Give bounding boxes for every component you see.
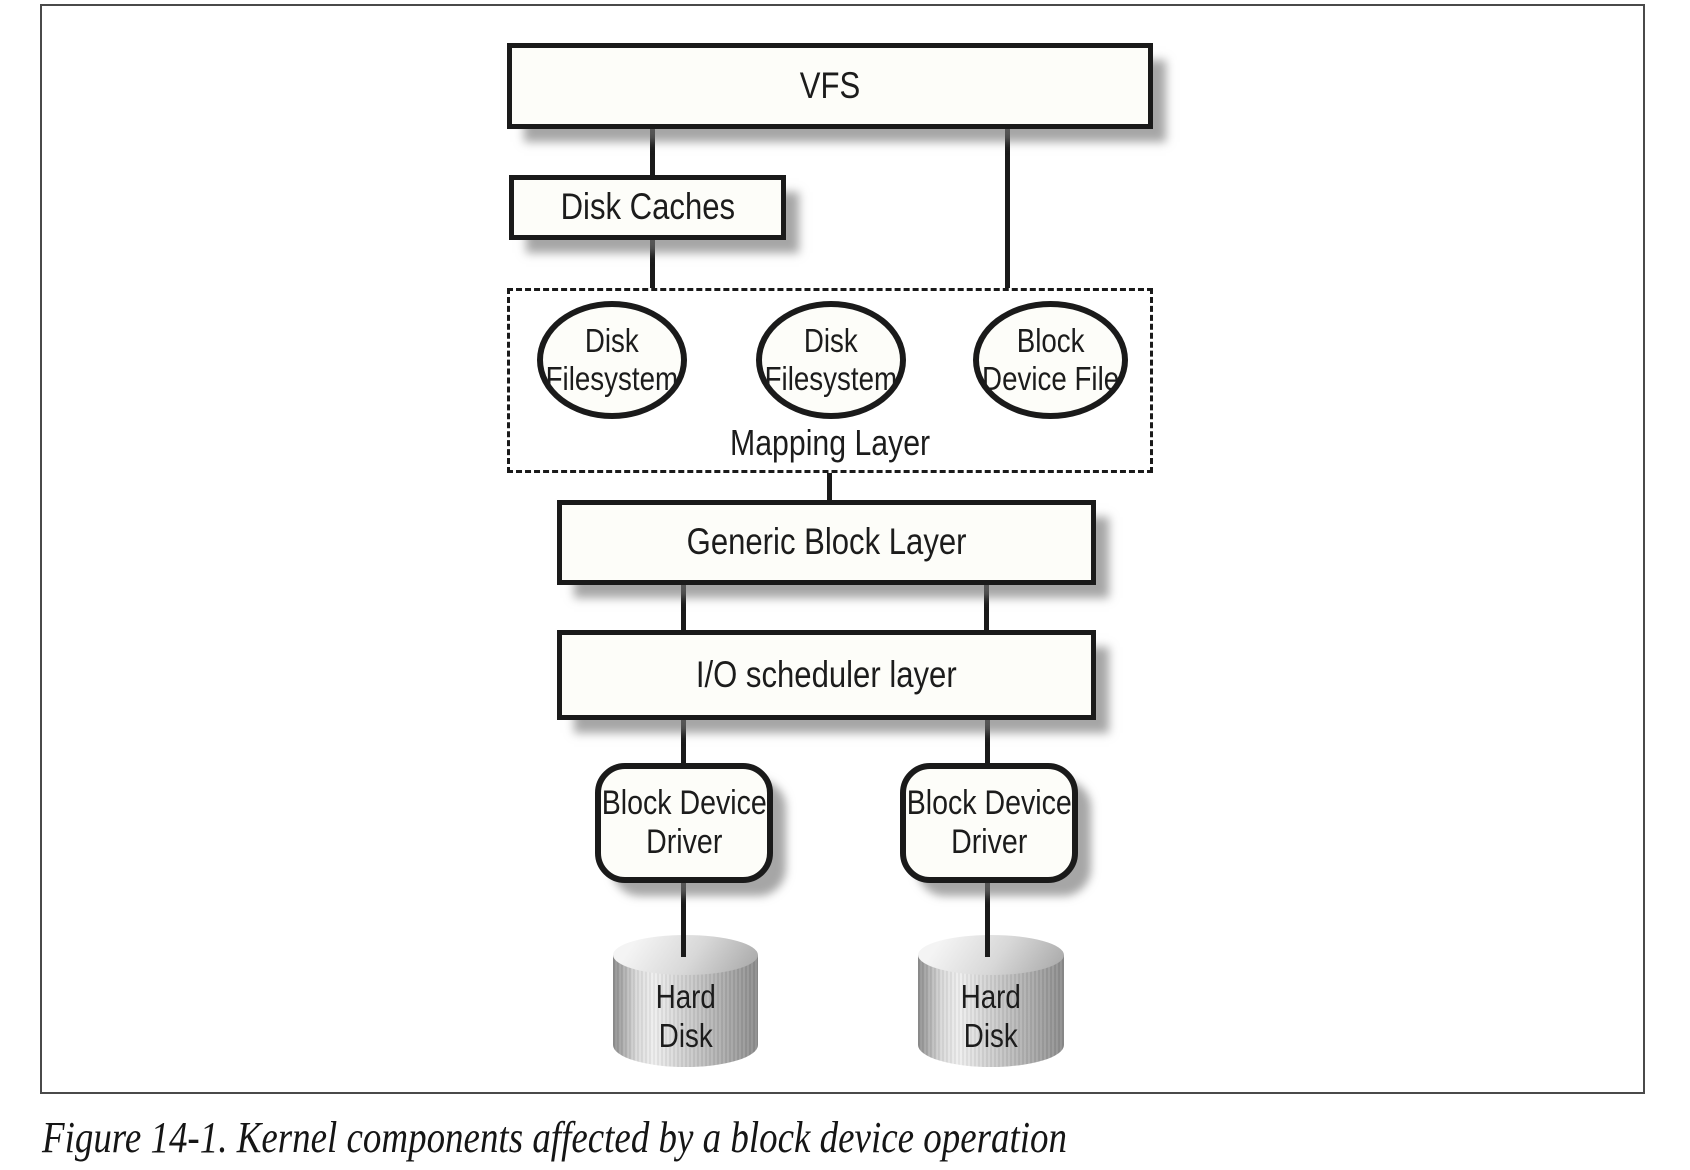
block-device-file-ellipse: Block Device File: [973, 301, 1128, 419]
io-scheduler-layer-box: I/O scheduler layer: [557, 630, 1096, 720]
disk-filesystem-2-line2: Filesystem: [764, 360, 898, 397]
hard-disk-2-line2: Disk: [964, 1016, 1018, 1054]
figure-caption: Figure 14-1. Kernel components affected …: [42, 1113, 1067, 1162]
block-device-file-line2: Device File: [981, 360, 1120, 397]
hard-disk-1-line1: Hard: [655, 978, 716, 1016]
hard-disk-1-label: Hard Disk: [613, 969, 758, 1064]
block-device-driver-box-2: Block Device Driver: [900, 763, 1078, 883]
hard-disk-2-line1: Hard: [960, 978, 1022, 1016]
mapping-layer-group: [507, 288, 1153, 473]
io-scheduler-layer-label: I/O scheduler layer: [696, 653, 957, 695]
connector-driver-disk-right: [985, 883, 990, 957]
disk-filesystem-2-line1: Disk: [804, 321, 858, 359]
vfs-label: VFS: [799, 64, 861, 106]
disk-filesystem-1-line1: Disk: [585, 321, 639, 359]
disk-filesystem-ellipse-2: Disk Filesystem: [756, 301, 906, 419]
connector-io-driver-right: [985, 720, 990, 763]
hard-disk-2-top-ellipse: [918, 935, 1064, 975]
connector-generic-io-left: [681, 585, 686, 630]
generic-block-layer-box: Generic Block Layer: [557, 500, 1096, 585]
generic-block-layer-label: Generic Block Layer: [686, 521, 967, 563]
driver-2-line1: Block Device: [906, 783, 1072, 822]
connector-io-driver-left: [681, 720, 686, 763]
driver-1-line2: Driver: [645, 823, 723, 861]
connector-vfs-mapping: [1005, 129, 1010, 288]
block-device-driver-box-1: Block Device Driver: [595, 763, 773, 883]
connector-driver-disk-left: [681, 883, 686, 957]
block-device-file-line1: Block: [1016, 321, 1085, 359]
hard-disk-1-line2: Disk: [658, 1016, 713, 1054]
disk-caches-box: Disk Caches: [509, 175, 786, 240]
driver-1-line1: Block Device: [601, 783, 767, 822]
connector-mapping-generic-block: [827, 473, 832, 500]
mapping-layer-label: Mapping Layer: [729, 422, 931, 463]
driver-2-line2: Driver: [950, 823, 1028, 861]
hard-disk-2: Hard Disk: [918, 935, 1064, 1068]
disk-caches-label: Disk Caches: [560, 186, 735, 228]
vfs-box: VFS: [507, 43, 1153, 129]
disk-filesystem-1-line2: Filesystem: [545, 360, 679, 397]
disk-filesystem-ellipse-1: Disk Filesystem: [537, 301, 687, 419]
connector-vfs-disk-caches: [650, 129, 655, 175]
connector-disk-caches-mapping: [650, 240, 655, 288]
hard-disk-2-label: Hard Disk: [918, 969, 1064, 1064]
connector-generic-io-right: [984, 585, 989, 630]
